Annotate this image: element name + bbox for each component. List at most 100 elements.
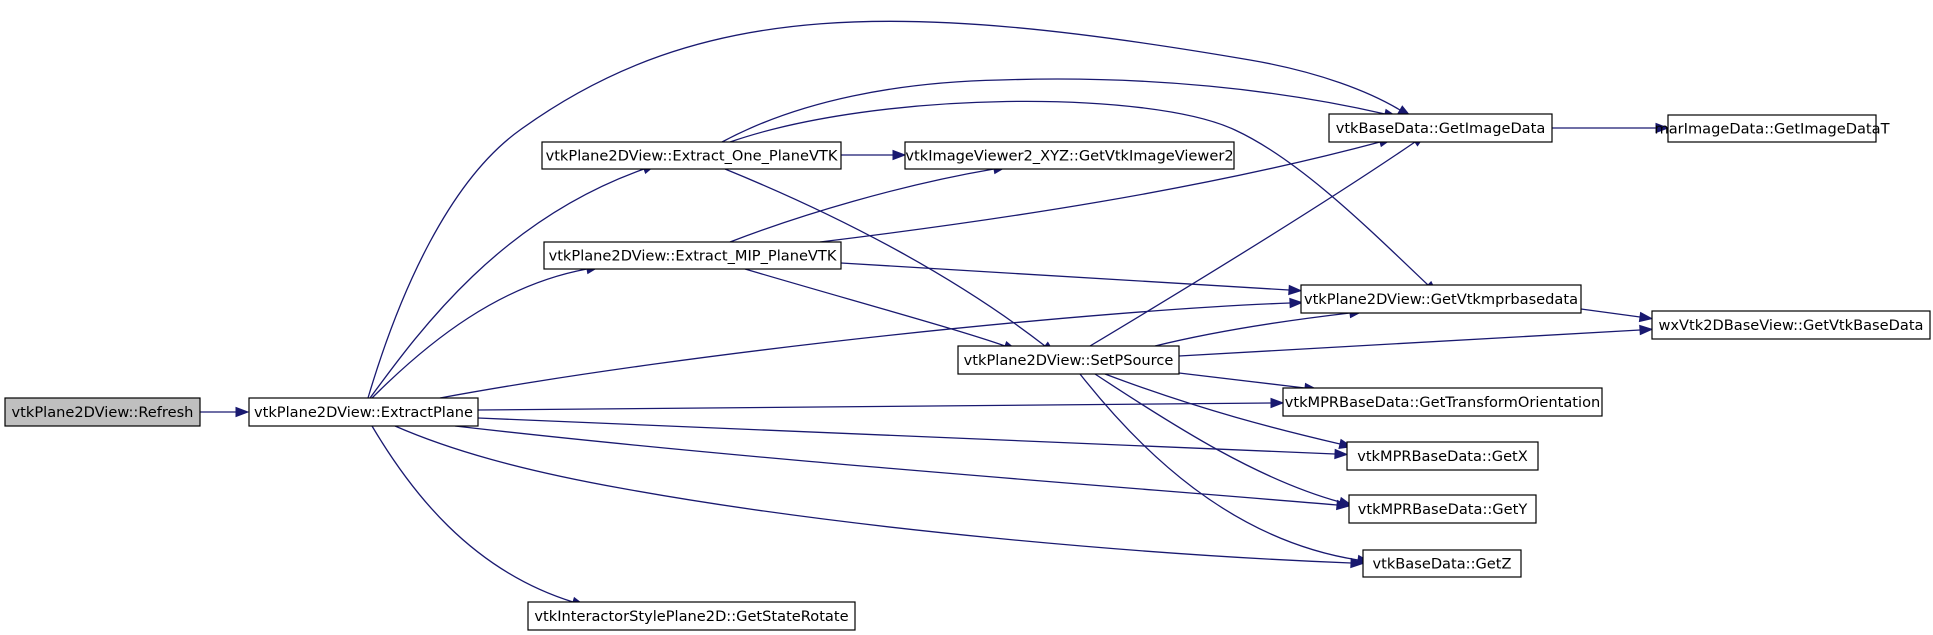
node-getZ[interactable]: vtkBaseData::GetZ [1362, 549, 1522, 578]
edge-extractMIP-to-getVtkImageViewer2 [729, 163, 1008, 243]
node-box [1362, 549, 1522, 578]
edge-line [1154, 312, 1351, 347]
arrowhead [235, 406, 250, 418]
node-box [957, 345, 1180, 375]
node-box [4, 397, 201, 427]
node-getY[interactable]: vtkMPRBaseData::GetY [1348, 494, 1537, 524]
node-label: vtkPlane2DView::ExtractPlane [254, 404, 473, 421]
edge-extractPlane-to-getVtkmprbasedata [439, 297, 1304, 399]
node-label: vtkBaseData::GetZ [1372, 556, 1511, 573]
edge-line [367, 20, 1401, 399]
node-refresh[interactable]: vtkPlane2DView::Refresh [4, 397, 201, 427]
edge-line [1178, 372, 1306, 389]
edge-extractOne-to-getImageData [721, 78, 1399, 143]
edge-line [477, 402, 1272, 411]
edge-line [369, 168, 645, 399]
edge-line [744, 268, 1006, 347]
node-box [1348, 494, 1537, 524]
node-label: wxVtk2DBaseView::GetVtkBaseData [1658, 317, 1923, 334]
edge-line [1079, 373, 1359, 561]
node-label: vtkMPRBaseData::GetTransformOrientation [1285, 394, 1601, 411]
edge-extractPlane-to-getY [454, 425, 1351, 511]
edge-line [394, 425, 1352, 564]
node-label: vtkMPRBaseData::GetX [1357, 448, 1528, 465]
edge-extractPlane-to-extractMIP [371, 263, 601, 399]
edge-line [439, 302, 1291, 399]
node-extractMIP[interactable]: vtkPlane2DView::Extract_MIP_PlaneVTK [543, 241, 842, 270]
arrowhead [1288, 284, 1303, 296]
edge-getVtkmprbasedata-to-getVtkBaseData [1580, 308, 1654, 323]
edge-line [454, 425, 1338, 506]
node-getStateRotate[interactable]: vtkInteractorStylePlane2D::GetStateRotat… [527, 601, 856, 631]
edge-setPSource-to-getVtkBaseData [1178, 324, 1654, 357]
edge-refresh-to-extractPlane [200, 406, 250, 418]
node-extractOne[interactable]: vtkPlane2DView::Extract_One_PlaneVTK [541, 141, 842, 170]
node-getVtkBaseData[interactable]: wxVtk2DBaseView::GetVtkBaseData [1651, 310, 1931, 340]
nodes-layer: vtkPlane2DView::Refresh vtkPlane2DView::E… [4, 113, 1931, 631]
arrowhead [1334, 448, 1349, 460]
edge-extractPlane-to-getX [477, 417, 1349, 460]
node-label: vtkPlane2DView::GetVtkmprbasedata [1304, 291, 1578, 308]
node-getVtkmprbasedata[interactable]: vtkPlane2DView::GetVtkmprbasedata [1300, 284, 1582, 314]
arrowhead [1350, 557, 1365, 569]
node-box [527, 601, 856, 631]
node-getVtkImageViewer2[interactable]: vtkImageViewer2_XYZ::GetVtkImageViewer2 [904, 141, 1235, 170]
node-box [248, 397, 479, 427]
edge-line [371, 425, 574, 603]
arrowhead [1655, 122, 1670, 134]
arrowhead [1289, 297, 1304, 309]
arrowhead [1638, 311, 1654, 323]
edge-extractPlane-to-getTransformOrientation [477, 397, 1285, 411]
edge-setPSource-to-getVtkmprbasedata [1154, 307, 1364, 347]
edge-line [724, 168, 1046, 347]
node-box [1300, 284, 1582, 314]
edge-line [1094, 373, 1341, 503]
node-box [1328, 113, 1553, 143]
node-setPSource[interactable]: vtkPlane2DView::SetPSource [957, 345, 1180, 375]
arrowhead [1639, 324, 1654, 336]
edge-extractPlane-to-extractOne [369, 164, 657, 399]
node-marGetImageDataT[interactable]: marImageData::GetImageDataT [1654, 114, 1890, 143]
node-box [904, 141, 1235, 170]
node-getX[interactable]: vtkMPRBaseData::GetX [1346, 441, 1539, 471]
node-label: vtkInteractorStylePlane2D::GetStateRotat… [534, 608, 848, 625]
node-label: vtkBaseData::GetImageData [1336, 120, 1546, 137]
node-extractPlane[interactable]: vtkPlane2DView::ExtractPlane [248, 397, 479, 427]
edge-extractOne-to-getVtkImageViewer2 [841, 149, 907, 161]
node-getTransformOrientation[interactable]: vtkMPRBaseData::GetTransformOrientation [1282, 387, 1603, 417]
node-label: vtkImageViewer2_XYZ::GetVtkImageViewer2 [905, 148, 1233, 165]
node-getImageData[interactable]: vtkBaseData::GetImageData [1328, 113, 1553, 143]
edges-layer [200, 20, 1670, 607]
edge-line [371, 268, 588, 399]
edge-line [840, 262, 1290, 291]
edge-getImageData-to-marGetImageDataT [1552, 122, 1670, 134]
node-box [1282, 387, 1603, 417]
edge-line [819, 141, 1381, 243]
edge-line [729, 100, 1429, 286]
edge-extractMIP-to-setPSource [744, 268, 1018, 351]
edge-line [477, 417, 1336, 455]
edge-extractMIP-to-getVtkmprbasedata [840, 262, 1303, 296]
node-box [1346, 441, 1539, 471]
arrowhead [1270, 397, 1285, 409]
edge-line [721, 78, 1386, 143]
edge-line [1178, 329, 1641, 357]
node-label: vtkPlane2DView::SetPSource [964, 352, 1174, 369]
edge-extractPlane-to-getZ [394, 425, 1365, 569]
edge-line [1089, 141, 1416, 347]
node-label: vtkMPRBaseData::GetY [1358, 501, 1528, 518]
node-box [541, 141, 842, 170]
node-label: vtkPlane2DView::Extract_MIP_PlaneVTK [549, 248, 837, 265]
node-box [1667, 114, 1877, 143]
node-label: vtkPlane2DView::Extract_One_PlaneVTK [546, 148, 838, 165]
node-box [543, 241, 842, 270]
edge-line [729, 168, 995, 243]
arrowhead [892, 149, 907, 161]
node-box [1651, 310, 1931, 340]
edge-line [1104, 373, 1341, 445]
edge-extractPlane-to-getImageData [367, 20, 1412, 399]
node-label: marImageData::GetImageDataT [1654, 121, 1889, 138]
edge-line [1580, 308, 1641, 318]
edge-extractPlane-to-getStateRotate [371, 425, 586, 607]
